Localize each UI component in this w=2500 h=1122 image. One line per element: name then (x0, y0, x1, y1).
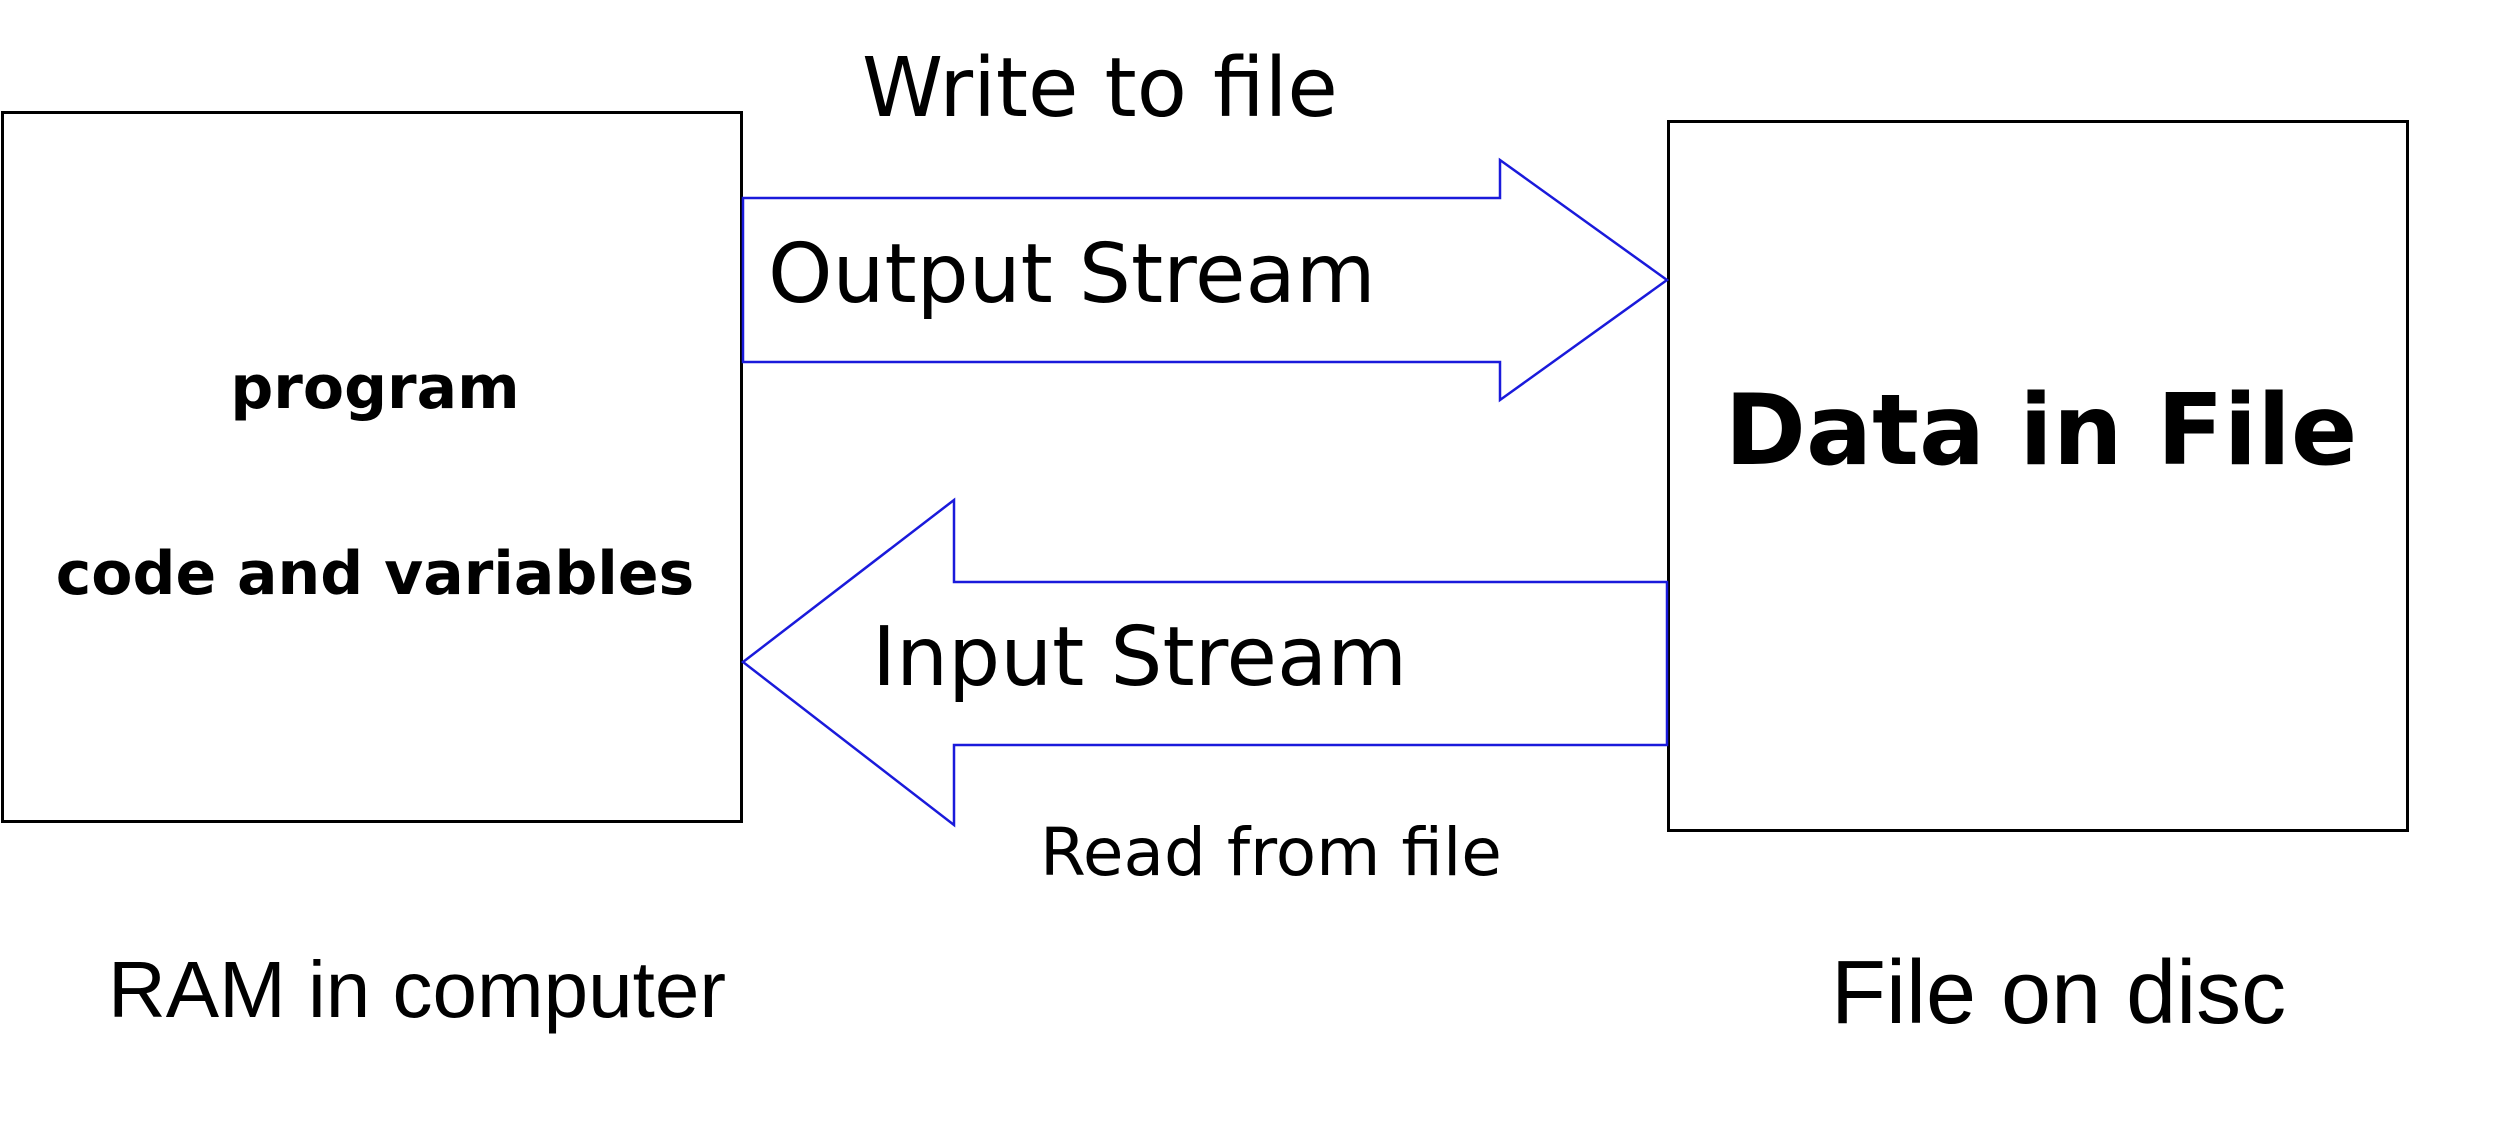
file-on-disc-caption: File on disc (1831, 943, 2287, 1043)
ram-box: program code and variables (1, 111, 743, 823)
write-to-file-label: Write to file (862, 41, 1338, 136)
file-box: Data in File (1667, 120, 2409, 832)
output-stream-label: Output Stream (768, 227, 1376, 322)
input-stream-label: Input Stream (872, 610, 1408, 705)
read-from-file-label: Read from file (1040, 814, 1502, 891)
ram-in-computer-caption: RAM in computer (108, 945, 726, 1034)
output-stream-arrow (741, 157, 1670, 403)
program-label: program (230, 353, 520, 423)
input-stream-arrow (740, 497, 1669, 828)
code-and-variables-label: code and variables (55, 539, 695, 609)
data-in-file-label: Data in File (1724, 374, 2358, 488)
